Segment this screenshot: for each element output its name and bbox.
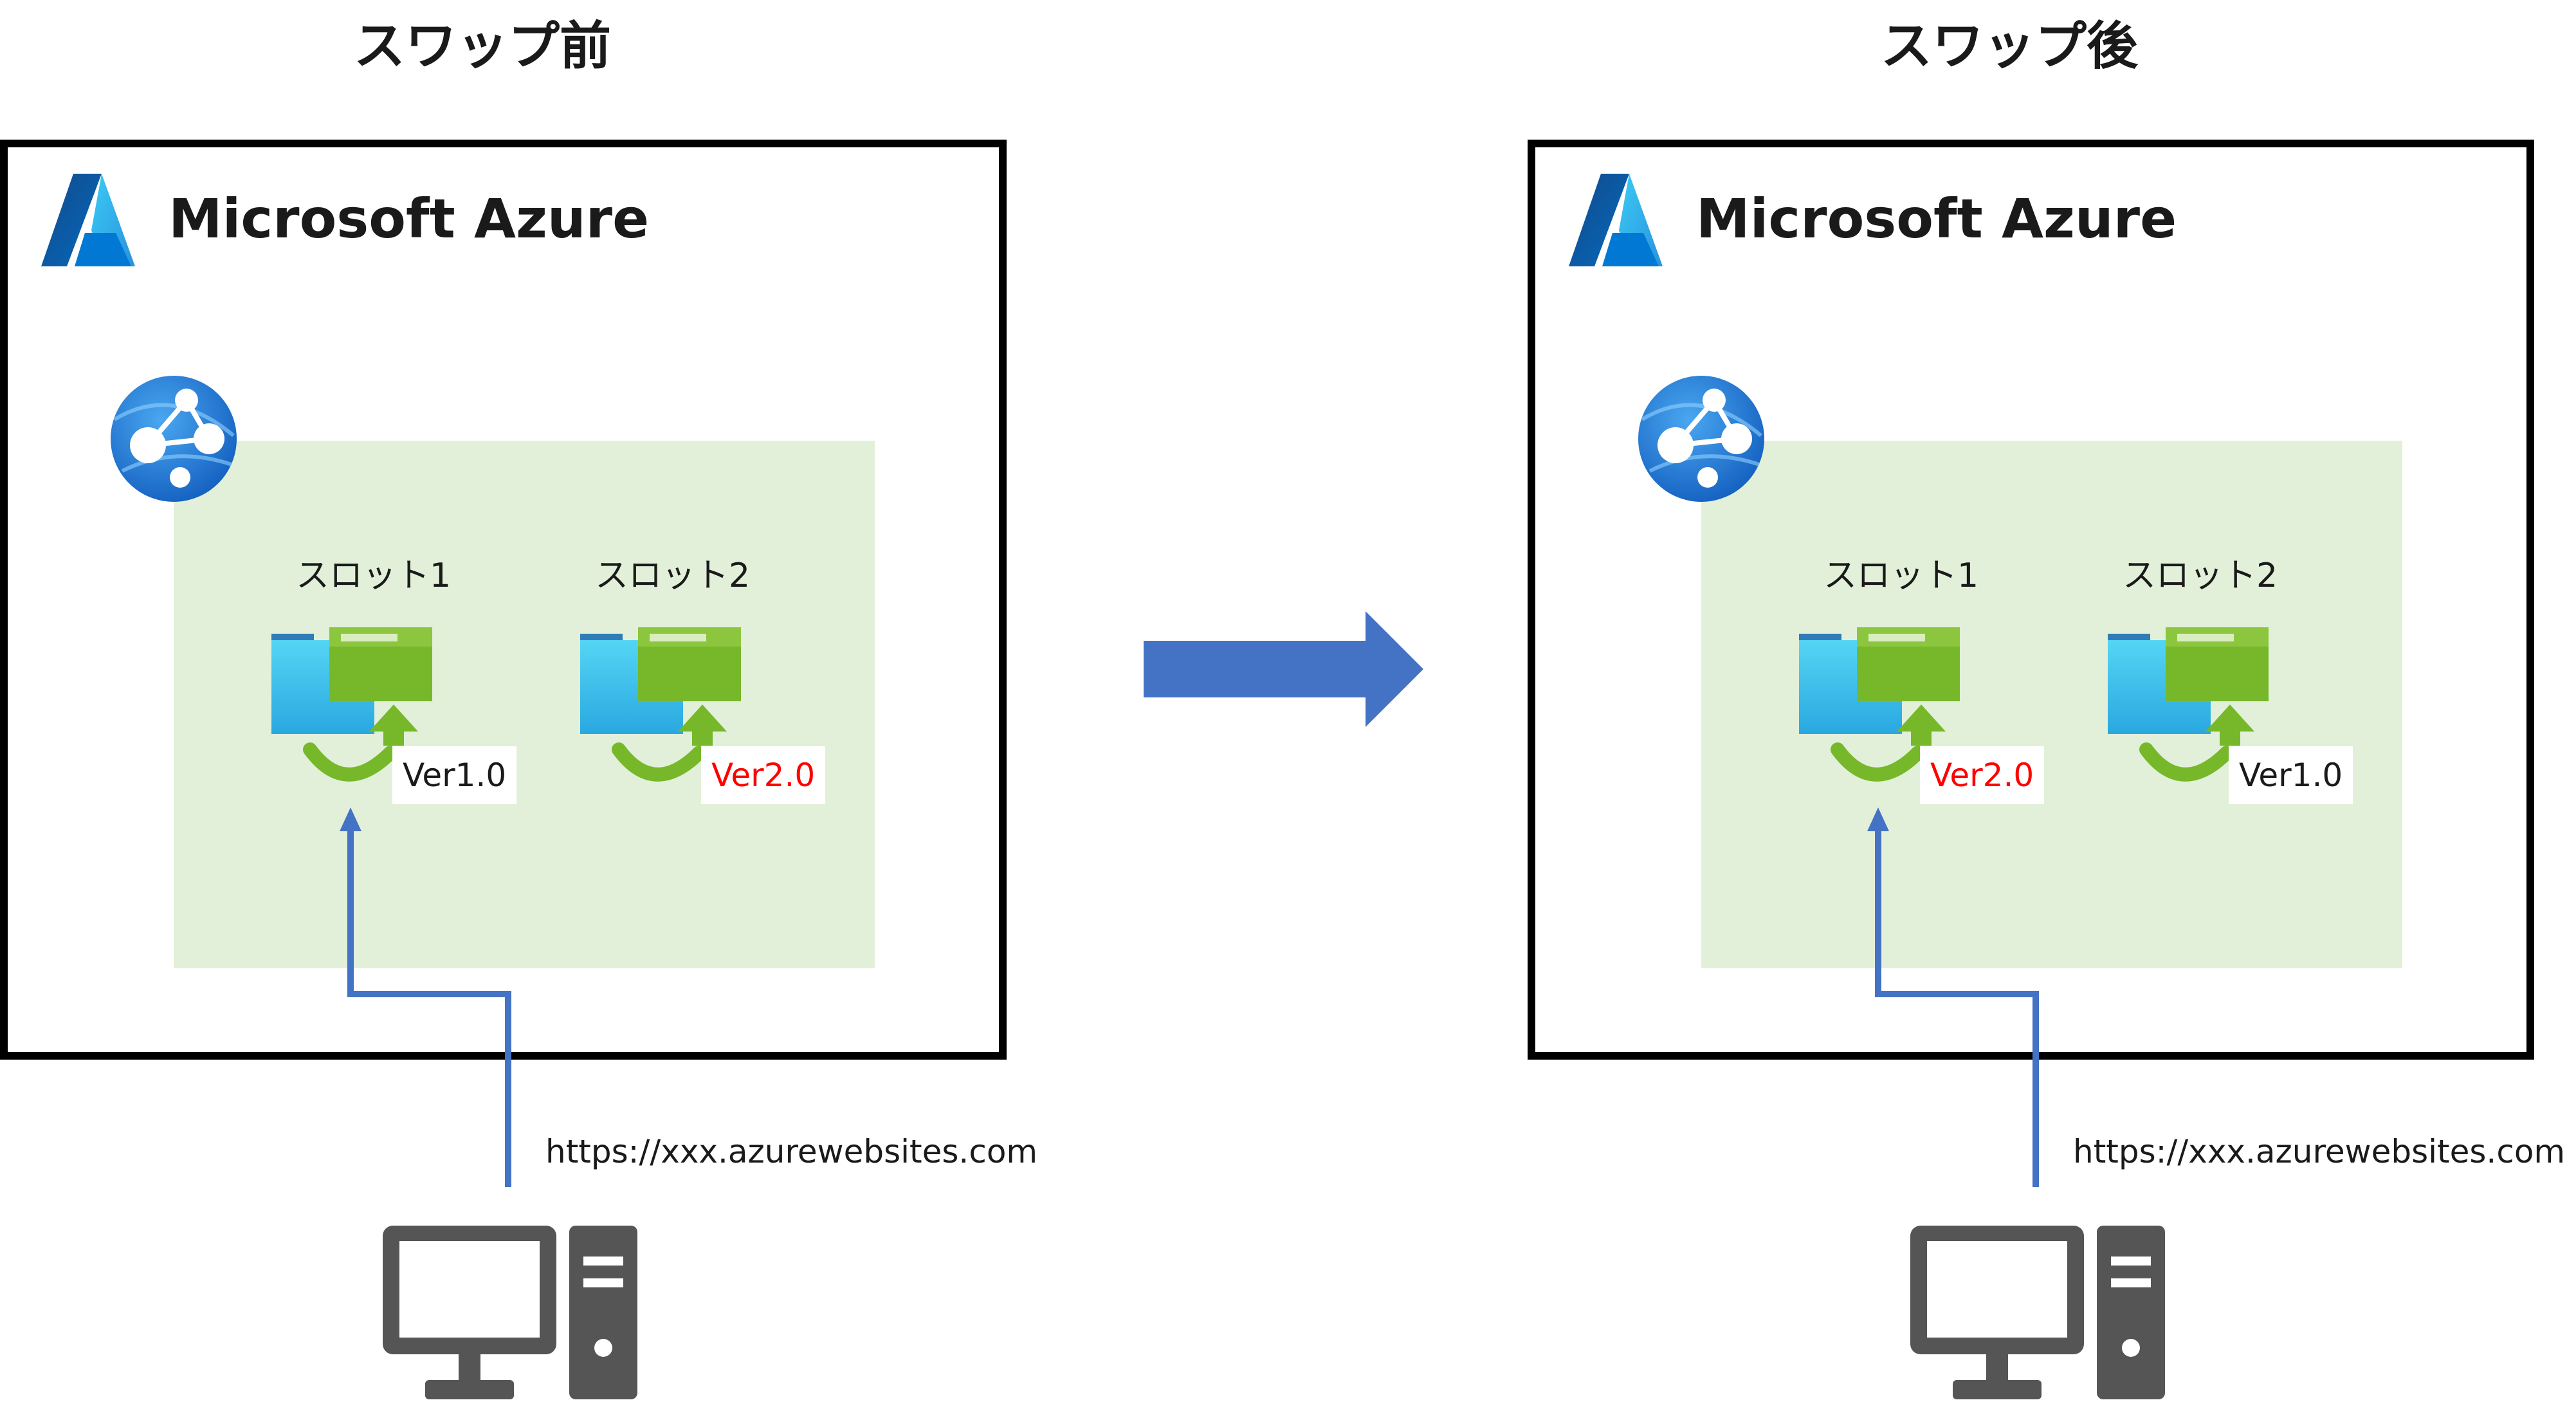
before-slot1-label: スロット1 xyxy=(296,557,452,595)
after-url: https://xxx.azurewebsites.com xyxy=(2073,1133,2566,1170)
after-slot2-label: スロット2 xyxy=(2123,557,2278,595)
desktop-computer-icon xyxy=(1910,1226,2165,1399)
before-brand-title: Microsoft Azure xyxy=(169,187,650,250)
before-slot1-version: Ver1.0 xyxy=(392,746,517,804)
desktop-computer-icon xyxy=(383,1226,637,1399)
after-slot1-version: Ver2.0 xyxy=(1920,746,2045,804)
before-slot2-label: スロット2 xyxy=(595,557,751,595)
before-url: https://xxx.azurewebsites.com xyxy=(545,1133,1038,1170)
after-title: スワップ後 xyxy=(1881,16,2138,76)
app-service-globe-icon xyxy=(111,376,237,502)
before-slot2-version: Ver2.0 xyxy=(701,746,826,804)
right-arrow-icon xyxy=(1144,611,1423,727)
before-title: スワップ前 xyxy=(354,16,611,76)
after-slot2-version: Ver1.0 xyxy=(2229,746,2353,804)
after-slot1-label: スロット1 xyxy=(1823,557,1979,595)
after-brand-title: Microsoft Azure xyxy=(1696,187,2177,250)
azure-logo-icon xyxy=(41,174,135,266)
app-service-globe-icon xyxy=(1638,376,1764,502)
azure-logo-icon xyxy=(1569,174,1663,266)
